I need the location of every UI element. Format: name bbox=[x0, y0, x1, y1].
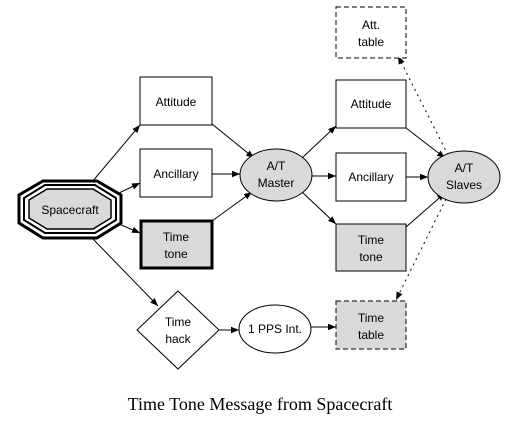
edge-spacecraft-time-hack bbox=[91, 237, 159, 307]
edge-slaves-att-table bbox=[397, 55, 449, 156]
ancillary-input-label: Ancillary bbox=[153, 167, 198, 181]
time-tone-output-label-1: Time bbox=[358, 233, 385, 247]
attitude-output-label: Attitude bbox=[351, 97, 392, 111]
time-hack-node: Time hack bbox=[136, 290, 220, 370]
figure-caption: Time Tone Message from Spacecraft bbox=[128, 394, 393, 414]
edges bbox=[91, 55, 449, 334]
at-master-label-2: Master bbox=[258, 176, 295, 190]
edge-time-tone-slaves bbox=[405, 192, 446, 228]
att-table-label-1: Att. bbox=[362, 18, 380, 32]
time-hack-label-2: hack bbox=[165, 332, 191, 346]
at-slaves-label-1: A/T bbox=[455, 161, 474, 175]
pps-node: 1 PPS Int. bbox=[238, 304, 312, 354]
time-tone-input-node: Time tone bbox=[139, 219, 214, 270]
edge-spacecraft-time-tone bbox=[118, 223, 141, 234]
att-table-node: Att. table bbox=[335, 6, 407, 59]
edge-master-time-tone bbox=[301, 191, 337, 225]
time-tone-output-node: Time tone bbox=[335, 223, 407, 272]
attitude-input-node: Attitude bbox=[139, 76, 213, 126]
edge-master-attitude bbox=[301, 125, 337, 159]
time-tone-input-label-1: Time bbox=[163, 230, 190, 244]
ancillary-input-node: Ancillary bbox=[139, 148, 213, 198]
edge-attitude-master bbox=[211, 123, 255, 159]
spacecraft-node: Spacecraft bbox=[17, 179, 123, 240]
at-slaves-node: A/T Slaves bbox=[427, 150, 501, 204]
attitude-output-node: Attitude bbox=[335, 79, 407, 129]
att-table-label-2: table bbox=[358, 35, 384, 49]
at-slaves-label-2: Slaves bbox=[446, 178, 482, 192]
edge-attitude-slaves bbox=[405, 127, 446, 159]
attitude-input-label: Attitude bbox=[156, 95, 197, 109]
spacecraft-label: Spacecraft bbox=[41, 203, 99, 217]
ancillary-output-node: Ancillary bbox=[335, 152, 407, 202]
time-table-node: Time table bbox=[335, 300, 407, 350]
at-master-node: A/T Master bbox=[239, 148, 313, 202]
time-tone-input-label-2: tone bbox=[164, 247, 188, 261]
edge-spacecraft-ancillary bbox=[118, 182, 141, 194]
ancillary-output-label: Ancillary bbox=[348, 170, 393, 184]
time-table-label-1: Time bbox=[358, 311, 385, 325]
edge-spacecraft-attitude bbox=[91, 124, 141, 183]
time-tone-output-label-2: tone bbox=[359, 250, 383, 264]
pps-label: 1 PPS Int. bbox=[248, 322, 302, 336]
time-table-label-2: table bbox=[358, 328, 384, 342]
edge-slaves-time-table bbox=[395, 198, 447, 301]
edge-time-tone-master bbox=[211, 191, 253, 222]
at-master-label-1: A/T bbox=[267, 159, 286, 173]
time-hack-label-1: Time bbox=[165, 315, 192, 329]
